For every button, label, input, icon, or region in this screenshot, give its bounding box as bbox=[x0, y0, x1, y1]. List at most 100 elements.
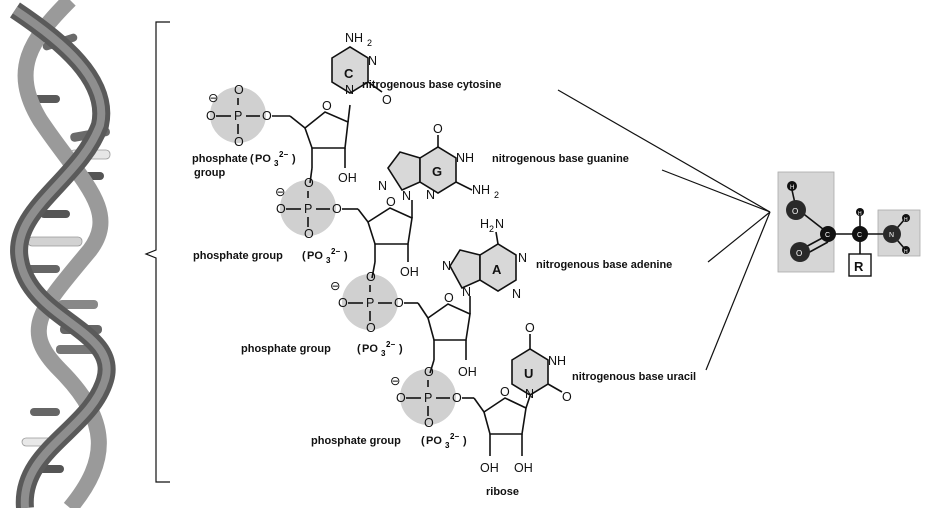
formula-sup: 2− bbox=[450, 432, 459, 441]
negative-charge-icon: ⊖ bbox=[208, 91, 218, 105]
nitrogen-atom: N bbox=[512, 287, 521, 301]
ring-oxygen: O bbox=[500, 385, 510, 399]
alpha-carbon-sphere bbox=[852, 226, 868, 242]
curly-bracket bbox=[144, 21, 170, 483]
label-text: phosphate group bbox=[311, 435, 401, 447]
nitrogen-atom: N bbox=[402, 189, 411, 203]
label-text: phosphate group bbox=[193, 250, 283, 262]
oxygen-atom: O bbox=[366, 321, 376, 335]
formula-sup: 2− bbox=[279, 150, 288, 159]
amino-group: NH bbox=[345, 31, 363, 45]
label-text: phosphate group bbox=[241, 343, 331, 355]
hydroxyl-group: OH bbox=[458, 365, 477, 379]
nitrogen-atom: N bbox=[495, 217, 504, 231]
negative-charge-icon: ⊖ bbox=[275, 185, 285, 199]
label-guanine: nitrogenous base guanine bbox=[492, 153, 629, 165]
formula-po: PO bbox=[426, 435, 442, 447]
label-phosphate-1: phosphate bbox=[192, 153, 248, 165]
phosphate-circle bbox=[342, 274, 398, 330]
atom-label: H bbox=[858, 211, 862, 217]
phosphorus-atom: P bbox=[234, 109, 242, 123]
guanine-ring-5 bbox=[387, 151, 421, 192]
nitrogen-atom: N bbox=[525, 387, 534, 401]
hydrogen-atom-sphere bbox=[902, 214, 910, 222]
negative-charge-icon: ⊖ bbox=[330, 279, 340, 293]
label-group-1: group bbox=[194, 167, 225, 179]
atom-label: H bbox=[904, 217, 908, 223]
subscript-two: 2 bbox=[367, 38, 372, 48]
base-letter-c: C bbox=[344, 66, 354, 81]
imino-group: NH bbox=[548, 354, 566, 368]
carbonyl-oxygen: O bbox=[433, 122, 443, 136]
oxygen-atom-sphere bbox=[786, 200, 806, 220]
hydrogen-atom-sphere bbox=[902, 246, 910, 254]
r-group-box bbox=[848, 253, 872, 277]
dna-helix-illustration bbox=[10, 0, 116, 513]
paren-close: ) bbox=[399, 343, 403, 355]
oxygen-atom: O bbox=[424, 416, 434, 430]
oxygen-atom: O bbox=[366, 270, 376, 284]
formula-sub: 3 bbox=[381, 349, 386, 358]
nucleotide-uracil: P O O O O ⊖ OH OH O N NH U O O nitrogeno… bbox=[390, 321, 696, 498]
label-adenine: nitrogenous base adenine bbox=[536, 259, 672, 271]
atom-label: H bbox=[904, 249, 908, 255]
label-ribose: ribose bbox=[486, 486, 519, 498]
oxygen-atom: O bbox=[424, 365, 434, 379]
oxygen-atom: O bbox=[304, 227, 314, 241]
nitrogen-atom-sphere bbox=[883, 225, 901, 243]
atom-label: O bbox=[796, 249, 802, 258]
oxygen-atom: O bbox=[234, 83, 244, 97]
label-uracil: nitrogenous base uracil bbox=[572, 371, 696, 383]
connector-lines bbox=[557, 89, 771, 371]
oxygen-atom: O bbox=[338, 296, 348, 310]
hydroxyl-group: OH bbox=[514, 461, 533, 475]
phosphate-circle bbox=[210, 87, 266, 143]
formula-po: PO bbox=[362, 343, 378, 355]
phosphate-circle bbox=[400, 369, 456, 425]
formula-sub: 3 bbox=[274, 159, 279, 168]
nucleotide-adenine: P O O O O ⊖ OH O N N N N A H 2 N nitroge… bbox=[330, 217, 672, 379]
label-phosphate-group-4: phosphate group ( PO 3 2− ) bbox=[311, 432, 467, 450]
paren-open: ( bbox=[421, 435, 425, 447]
nitrogen-atom: N bbox=[368, 54, 377, 68]
paren-open: ( bbox=[357, 343, 361, 355]
formula-sup: 2− bbox=[331, 247, 340, 256]
atom-label: C bbox=[825, 232, 830, 239]
atom-label: N bbox=[889, 232, 894, 239]
nitrogen-atom: N bbox=[426, 188, 435, 202]
nitrogen-atom: N bbox=[462, 285, 471, 299]
amino-acid-diagram: O O C C N H H H H R bbox=[777, 171, 921, 277]
oxygen-atom: O bbox=[206, 109, 216, 123]
formula-sub: 3 bbox=[326, 256, 331, 265]
adenine-ring-5 bbox=[449, 249, 481, 290]
ring-oxygen: O bbox=[386, 195, 396, 209]
phosphorus-atom: P bbox=[424, 391, 432, 405]
nitrogen-atom: N bbox=[518, 251, 527, 265]
carbonyl-oxygen: O bbox=[562, 390, 572, 404]
phosphate-circle bbox=[280, 180, 336, 236]
imino-group: NH bbox=[456, 151, 474, 165]
atom-label: H bbox=[790, 185, 794, 191]
formula-sup: 2− bbox=[386, 340, 395, 349]
phosphorus-atom: P bbox=[304, 202, 312, 216]
paren-open: ( bbox=[302, 250, 306, 262]
nucleotide-guanine: P O O O O ⊖ OH O N N N NH G O NH 2 nitro… bbox=[275, 122, 629, 279]
oxygen-atom: O bbox=[234, 135, 244, 149]
ring-oxygen: O bbox=[444, 291, 454, 305]
ring-oxygen: O bbox=[322, 99, 332, 113]
label-cytosine: nitrogenous base cytosine bbox=[362, 79, 501, 91]
label-phosphate-group-2: phosphate group ( PO 3 2− ) bbox=[193, 247, 348, 265]
oxygen-atom-sphere bbox=[790, 242, 810, 262]
carbonyl-oxygen: O bbox=[382, 93, 392, 107]
hydrogen-atom-sphere bbox=[856, 208, 864, 216]
formula-po3-1: ( PO 3 2− ) bbox=[250, 150, 296, 168]
nitrogen-atom: N bbox=[442, 259, 451, 273]
r-group-label: R bbox=[854, 259, 864, 274]
nucleotide-cytosine: P O O O O ⊖ OH O N N C NH 2 O nitrogenou… bbox=[206, 31, 501, 185]
oxygen-atom: O bbox=[276, 202, 286, 216]
paren-close: ) bbox=[463, 435, 467, 447]
hydroxyl-group: OH bbox=[338, 171, 357, 185]
formula-sub: 3 bbox=[445, 441, 450, 450]
oxygen-atom: O bbox=[452, 391, 462, 405]
